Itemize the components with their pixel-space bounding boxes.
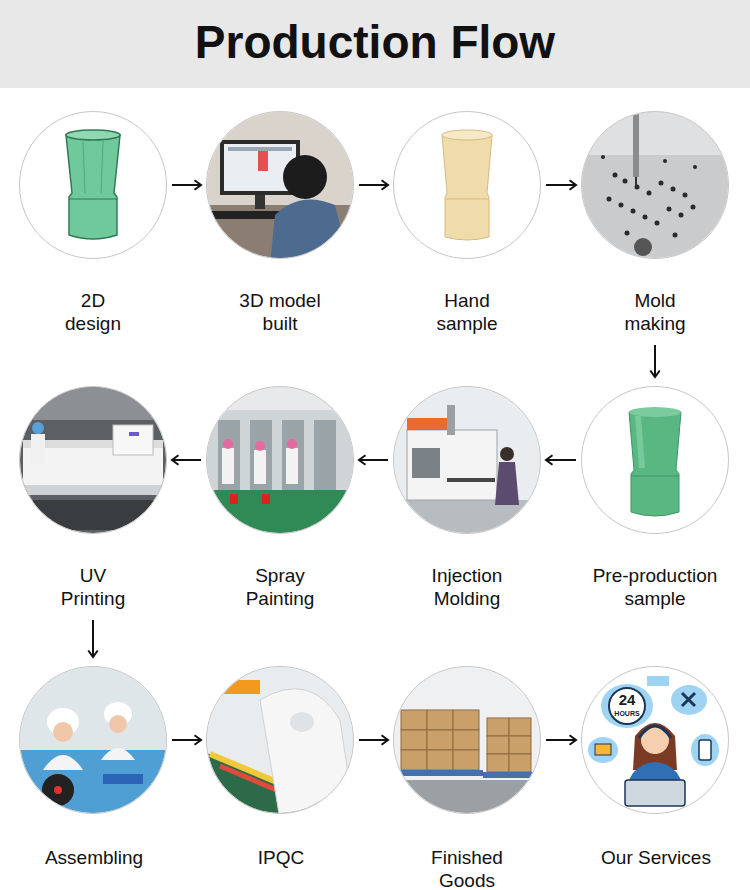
step-label: Our Services	[581, 846, 731, 869]
process-step: UV Printing	[19, 386, 167, 610]
step-circle	[393, 386, 541, 534]
step-circle	[393, 666, 541, 814]
step-label: Hand sample	[428, 289, 506, 335]
spray-room	[200, 380, 360, 540]
process-step: Pre-production sample	[581, 386, 729, 610]
injection-machine	[387, 380, 547, 540]
flow-arrow	[172, 180, 201, 189]
assembly-photo	[13, 660, 173, 820]
flow-arrow	[88, 620, 97, 657]
step-circle	[19, 386, 167, 534]
step-label: UV Printing	[51, 564, 136, 610]
pre-production-cup	[575, 380, 735, 540]
uv-printer	[13, 380, 173, 540]
step-label: Mold making	[616, 289, 694, 335]
step-label: Finished Goods	[420, 846, 515, 890]
process-step: Finished Goods	[393, 666, 541, 890]
process-step: 2D design	[19, 111, 167, 335]
flow-arrow	[172, 455, 201, 464]
process-step: Our Services	[581, 666, 729, 869]
step-circle	[393, 111, 541, 259]
step-label: Injection Molding	[417, 564, 517, 610]
flow-arrow	[650, 345, 659, 377]
step-circle	[581, 666, 729, 814]
service-icon	[575, 660, 735, 820]
process-step: 3D model built	[206, 111, 354, 335]
mold-plate	[575, 105, 735, 265]
step-label: Assembling	[19, 846, 169, 869]
cup-drawing	[13, 105, 173, 265]
process-step: Assembling	[19, 666, 167, 869]
flow-arrow	[172, 735, 201, 744]
step-circle	[206, 666, 354, 814]
step-label: Pre-production sample	[583, 564, 728, 610]
step-circle	[206, 111, 354, 259]
step-circle	[19, 666, 167, 814]
step-circle	[19, 111, 167, 259]
flow-arrow	[546, 735, 576, 744]
step-circle	[206, 386, 354, 534]
step-circle	[581, 111, 729, 259]
step-label: 3D model built	[221, 289, 339, 335]
hand-sample-cup	[387, 105, 547, 265]
process-step: Injection Molding	[393, 386, 541, 610]
icon-text: 24	[619, 691, 636, 708]
icon-text: HOURS	[614, 709, 639, 718]
step-label: 2D design	[57, 289, 129, 335]
cartons-photo	[387, 660, 547, 820]
step-label: Spray Painting	[233, 564, 328, 610]
flow-arrow	[546, 455, 576, 464]
page-title: Production Flow	[0, 14, 750, 70]
flow-arrow	[359, 180, 388, 189]
flow-arrow	[546, 180, 576, 189]
step-circle	[581, 386, 729, 534]
process-step: Hand sample	[393, 111, 541, 335]
process-step: Mold making	[581, 111, 729, 335]
process-step: Spray Painting	[206, 386, 354, 610]
flow-arrow	[359, 735, 388, 744]
process-step: IPQC	[206, 666, 354, 869]
step-label: IPQC	[206, 846, 356, 869]
ipqc-photo	[200, 660, 360, 820]
designer-photo	[200, 105, 360, 265]
flow-arrow	[359, 455, 388, 464]
